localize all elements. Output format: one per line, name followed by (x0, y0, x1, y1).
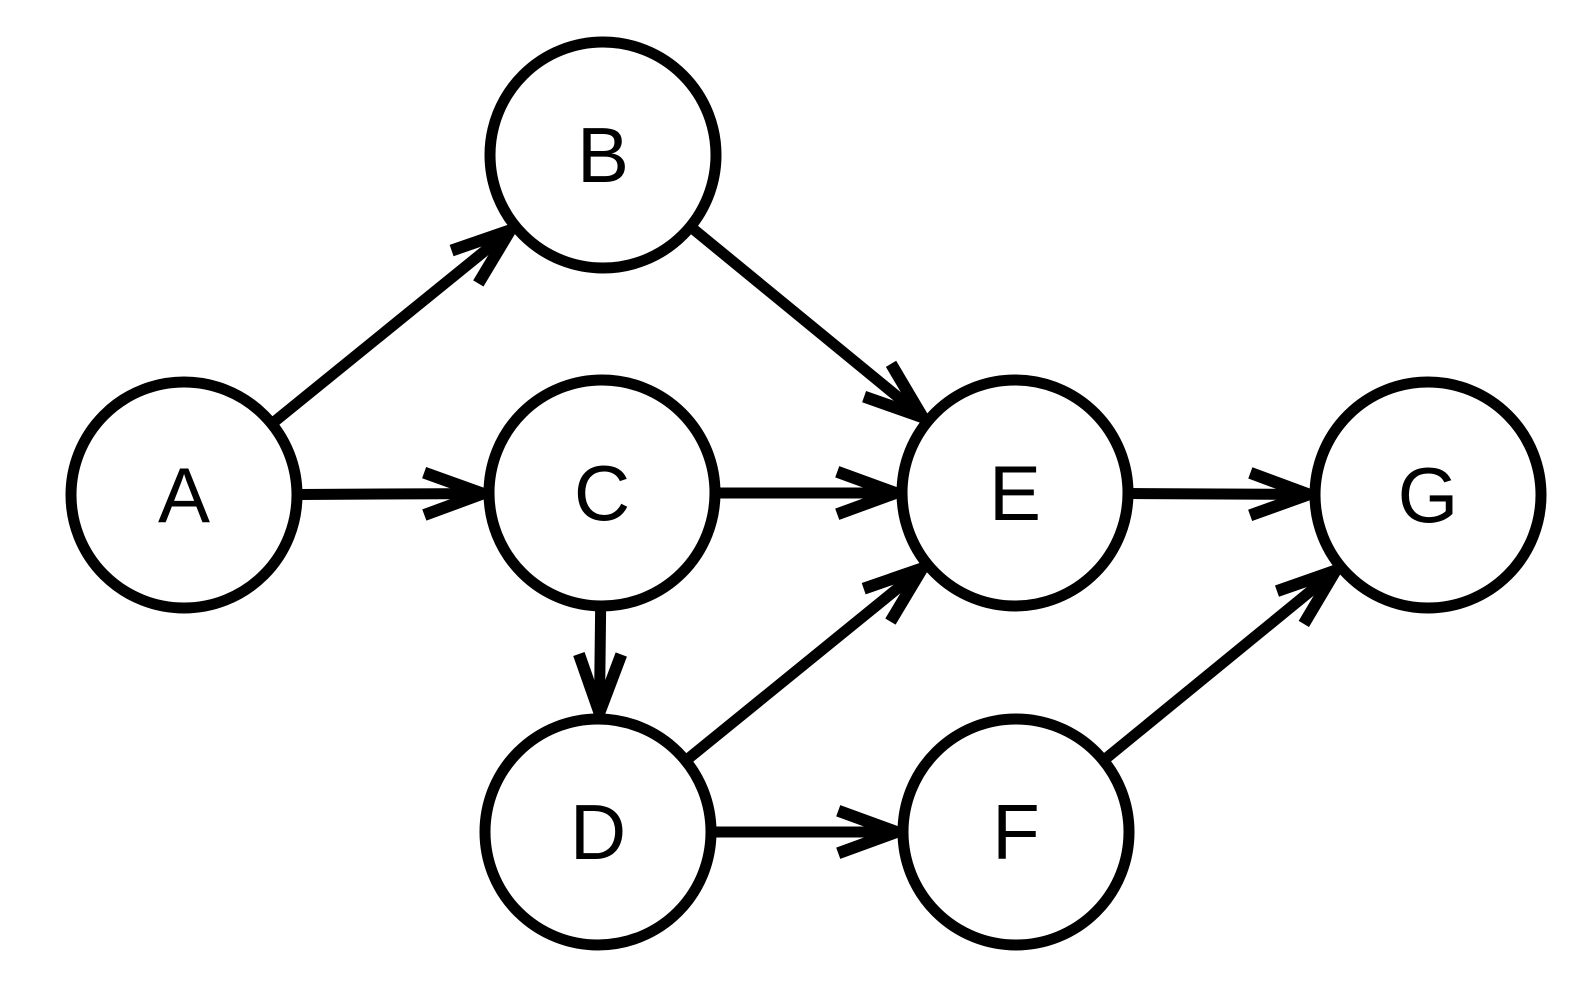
arrowhead (573, 652, 627, 731)
node-circle (483, 374, 721, 612)
node-label: C (574, 449, 630, 537)
node-circle (484, 36, 722, 274)
edge-line (1101, 572, 1332, 764)
arrowhead (835, 466, 914, 520)
node-circle (65, 376, 303, 614)
node-F: F (897, 713, 1135, 951)
node-label: A (158, 451, 210, 539)
node-circle (896, 374, 1134, 612)
node-label: G (1398, 451, 1459, 539)
edge-line (1130, 488, 1299, 500)
arrowhead (836, 805, 915, 859)
edge-line (270, 232, 506, 427)
edge-E-G (1130, 467, 1327, 521)
node-label: D (570, 788, 626, 876)
node-circle (1309, 376, 1547, 614)
arrowhead (449, 219, 524, 287)
edge-C-E (717, 466, 914, 520)
arrowhead (861, 557, 936, 625)
node-circle (479, 713, 717, 951)
node-C: C (483, 374, 721, 612)
arrowhead (1274, 559, 1350, 628)
edge-line (594, 608, 607, 703)
arrowhead (862, 360, 937, 429)
nodes-layer: A B C D E F G (65, 36, 1547, 951)
arrowhead (1248, 467, 1327, 521)
node-label: E (989, 449, 1041, 537)
edge-A-B (270, 219, 524, 427)
edge-A-C (299, 466, 501, 521)
node-A: A (65, 376, 303, 614)
arrowhead (422, 466, 501, 521)
edge-C-D (573, 608, 627, 731)
edge-line (299, 488, 473, 500)
edge-B-E (688, 224, 937, 429)
edge-line (688, 224, 919, 416)
node-circle (897, 713, 1135, 951)
node-label: B (577, 111, 629, 199)
node-B: B (484, 36, 722, 274)
edge-line (684, 570, 918, 764)
edges-layer (270, 219, 1350, 859)
edge-D-F (713, 805, 915, 859)
node-G: G (1309, 376, 1547, 614)
node-label: F (992, 788, 1040, 876)
edge-D-E (684, 557, 936, 764)
edge-F-G (1101, 559, 1350, 764)
node-E: E (896, 374, 1134, 612)
node-D: D (479, 713, 717, 951)
